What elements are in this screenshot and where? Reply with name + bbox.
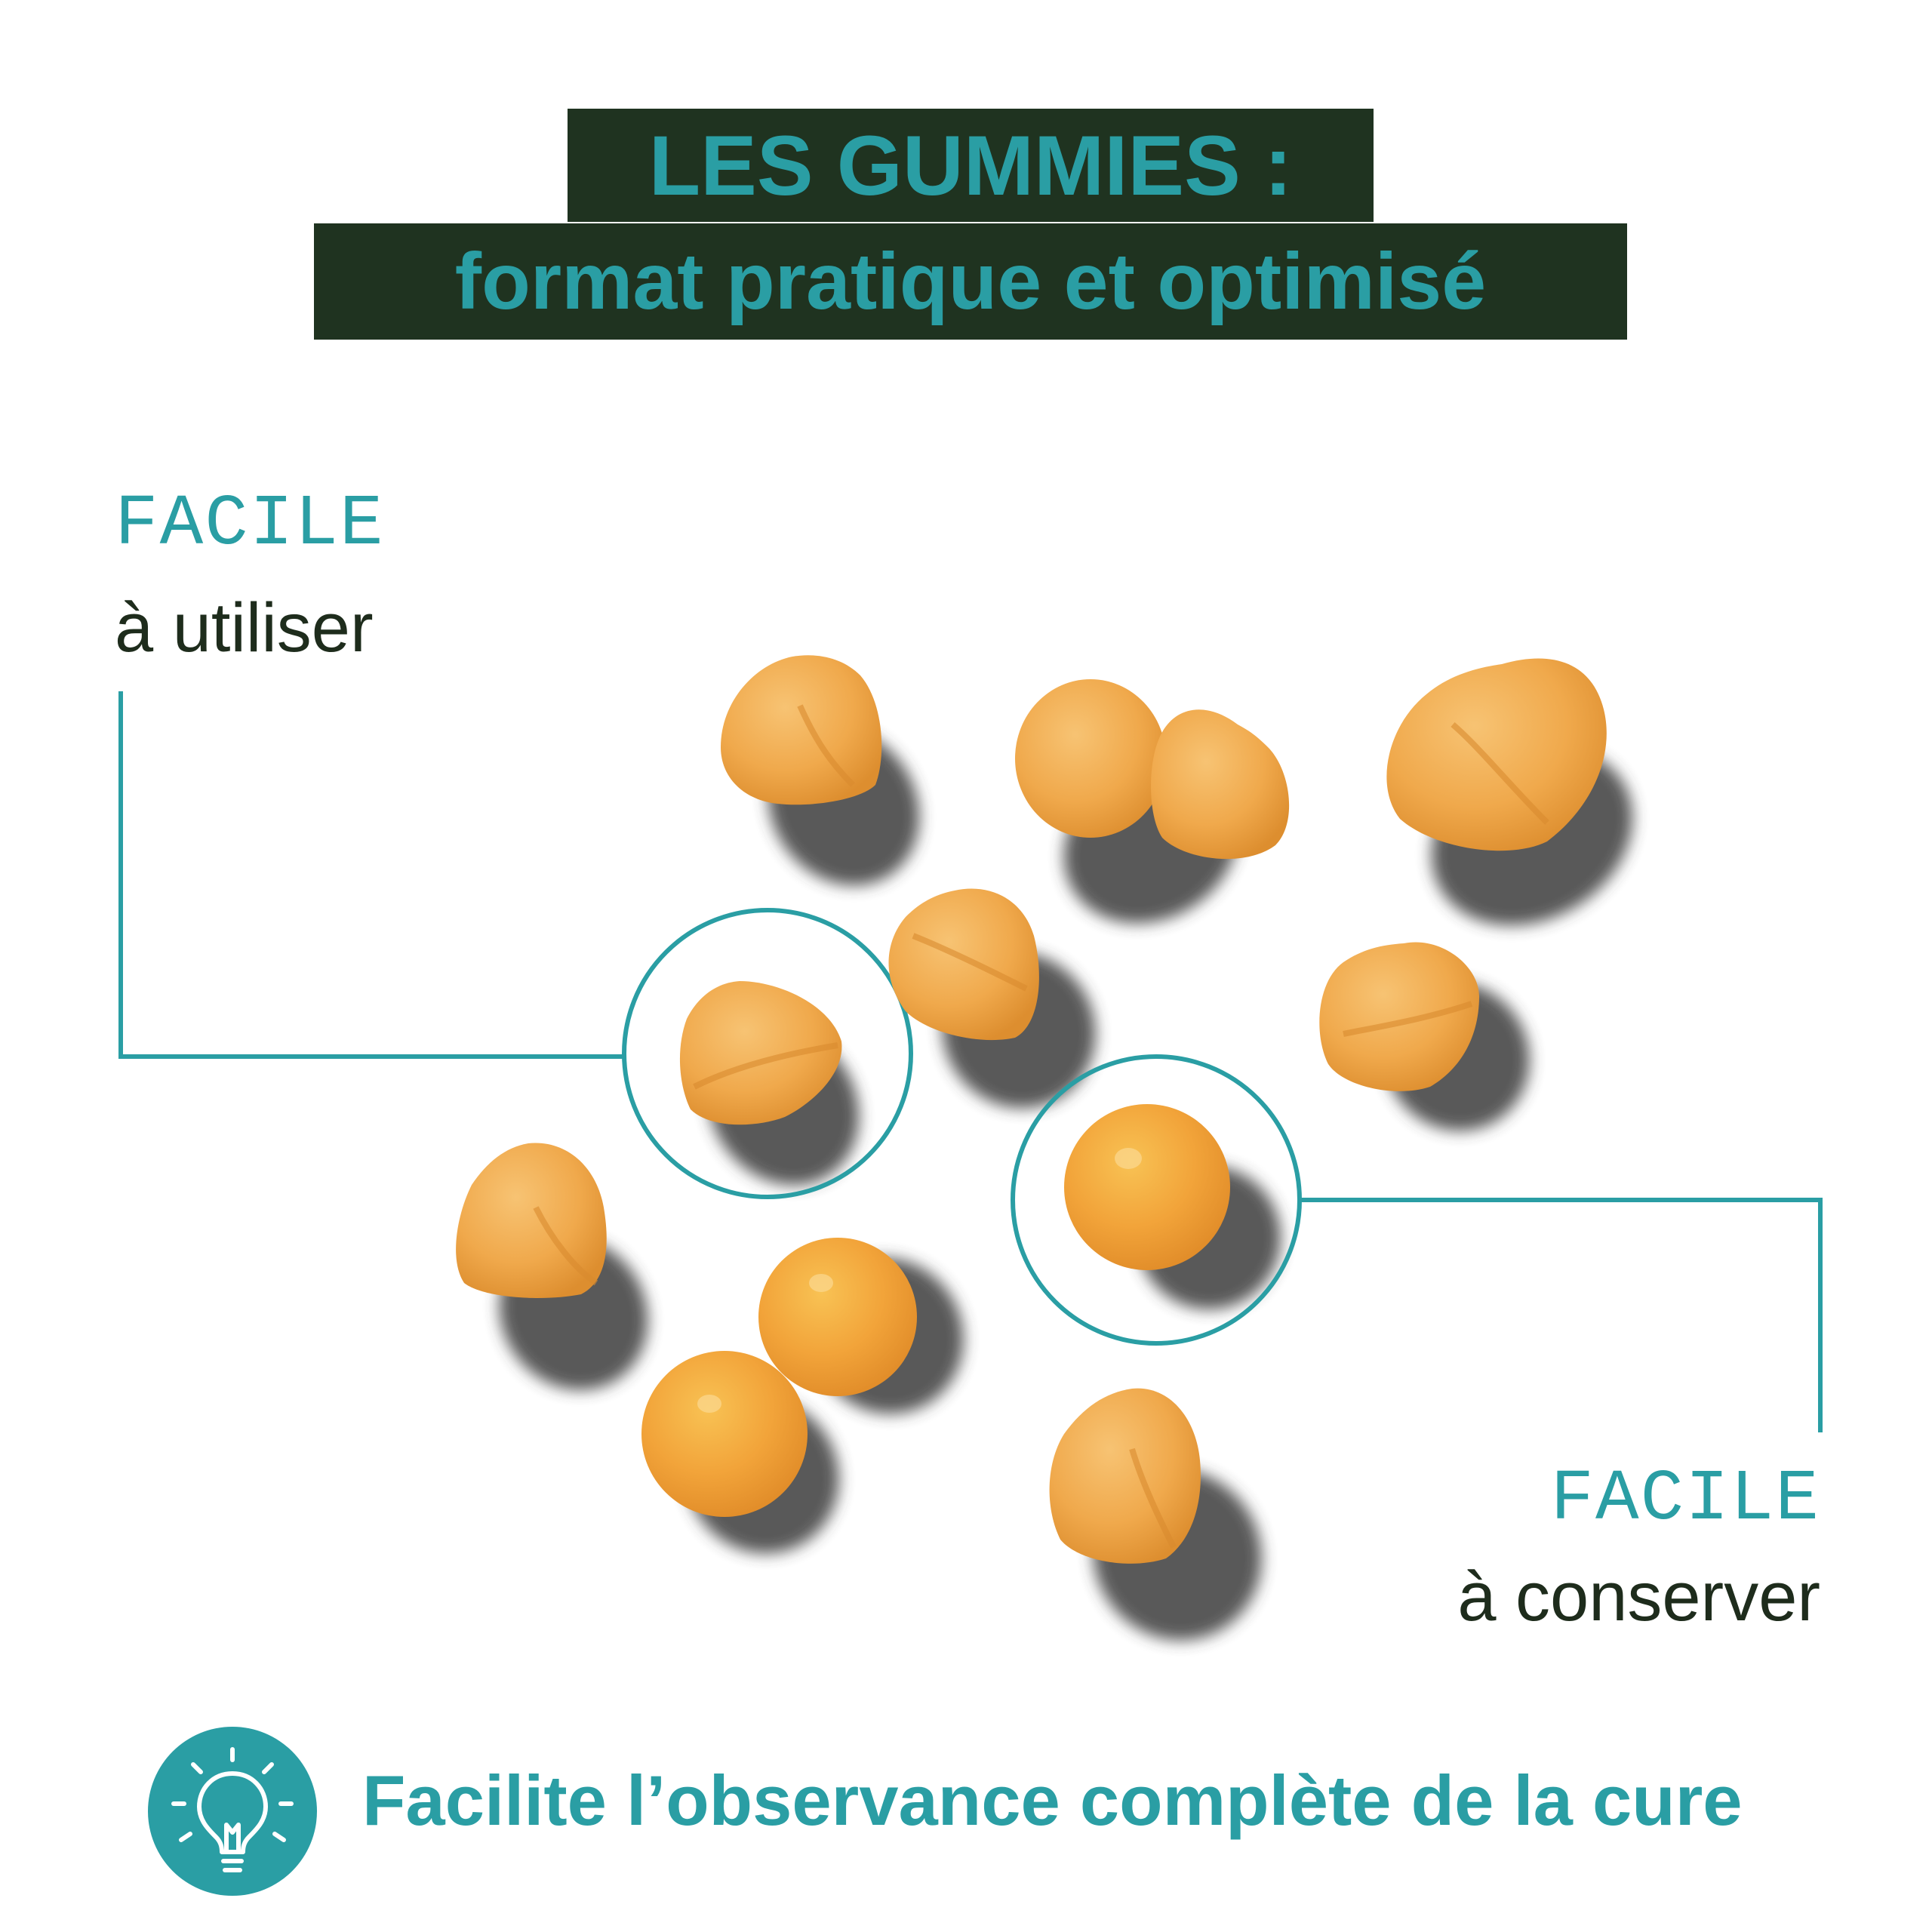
callout-text-use: à utiliser	[115, 589, 374, 666]
highlight-circle-use	[622, 908, 913, 1199]
lightbulb-icon	[148, 1727, 317, 1896]
connector-line-use	[118, 691, 623, 1059]
title-line-2: format pratique et optimisé	[314, 223, 1627, 340]
callout-heading-use: FACILE	[115, 483, 385, 565]
footer-statement: Facilite l’observance complète de la cur…	[362, 1761, 1743, 1840]
gummy-pieces	[456, 655, 1607, 1564]
callout-heading-store: FACILE	[1550, 1458, 1820, 1540]
highlight-circle-store	[1011, 1054, 1302, 1346]
title-line-1: LES GUMMIES :	[568, 109, 1374, 222]
callout-text-store: à conserver	[1457, 1558, 1820, 1635]
connector-line-store	[1298, 1198, 1823, 1432]
